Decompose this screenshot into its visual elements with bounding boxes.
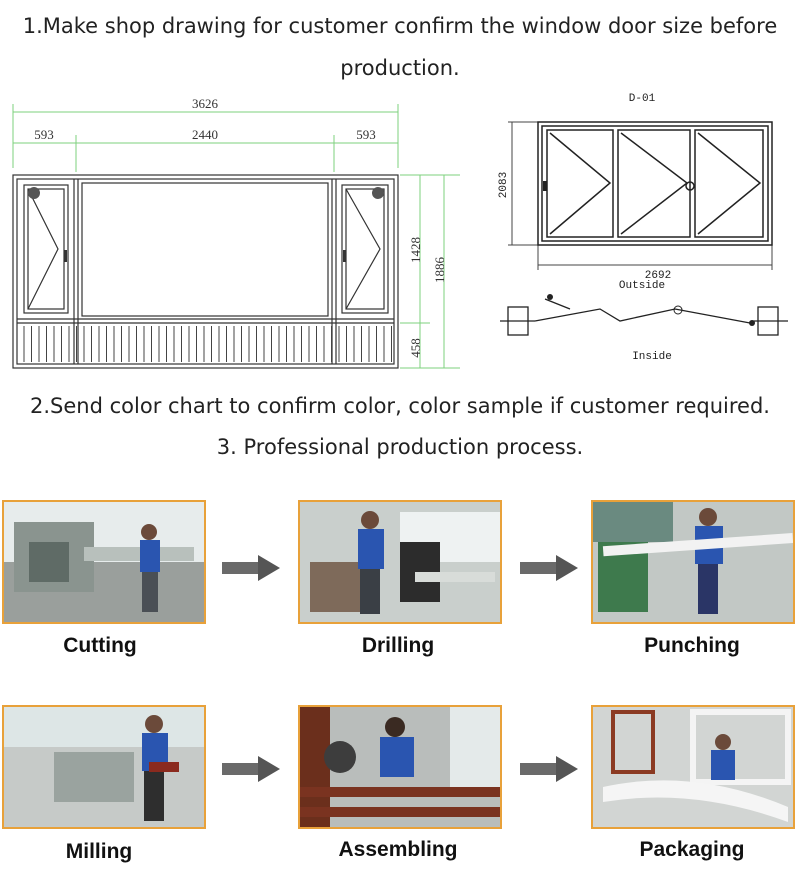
step-label-cutting: Cutting [63,634,137,657]
door-width: 2692 [645,270,671,282]
door-height: 2083 [498,172,510,198]
dim-bottom-height: 458 [408,338,423,358]
packaging-photo [591,705,795,829]
arrow-right-icon [520,756,578,782]
arrow-right-icon [520,555,578,581]
door-code: D-01 [629,93,656,105]
inside-label: Inside [632,351,672,363]
drilling-photo [298,500,502,624]
step-label-punching: Punching [644,634,740,657]
step2-caption: 2.Send color chart to confirm color, col… [30,394,770,418]
dim-total-width: 3626 [192,96,219,111]
right-handle-icon [343,250,346,262]
step1-caption-line1: 1.Make shop drawing for customer confirm… [22,14,778,38]
step3-caption: 3. Professional production process. [216,435,584,459]
step-label-assembling: Assembling [338,838,458,861]
door-shop-drawing: D-01 2083 2692 Outside Inside [498,93,788,363]
step-label-milling: Milling [65,840,133,863]
left-handle-icon [64,250,67,262]
right-vent-icon [372,187,384,199]
step-label-packaging: Packaging [639,838,745,861]
dim-middle-width: 2440 [192,127,218,142]
step-label-drilling: Drilling [361,634,435,657]
window-shop-drawing: 3626 593 2440 593 1428 1886 458 [12,96,460,369]
milling-photo [2,705,206,829]
dim-left-width: 593 [34,127,54,142]
outside-label: Outside [619,280,665,292]
assembling-photo [298,705,502,829]
dim-window-height: 1428 [408,237,423,263]
step1-caption-line2: production. [340,56,460,80]
left-vent-icon [28,187,40,199]
arrow-right-icon [222,555,280,581]
cutting-photo [2,500,206,624]
dim-right-width: 593 [356,127,376,142]
door-handle-icon [543,181,547,191]
punching-photo [591,500,795,624]
dim-total-height: 1886 [432,257,447,284]
arrow-right-icon [222,756,280,782]
